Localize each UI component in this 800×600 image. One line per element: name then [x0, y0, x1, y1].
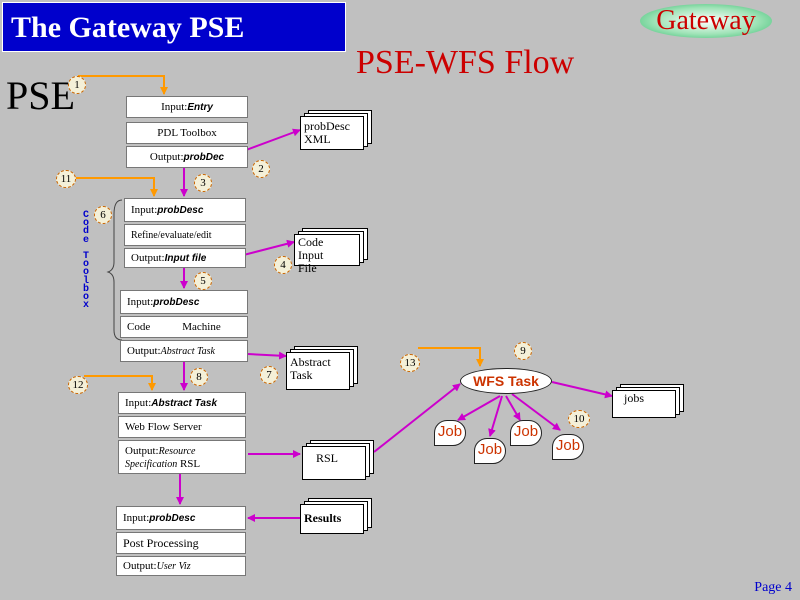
arrow-7: [247, 351, 287, 360]
code-input: Input:probDesc: [120, 290, 248, 314]
post-output: Output:User Viz: [116, 556, 246, 576]
arrow-job-3: [505, 395, 521, 421]
edit-output: Output:Input file: [124, 248, 246, 268]
pdl-input: Input:Entry: [126, 96, 248, 118]
page-number: Page 4: [754, 580, 792, 595]
arrow-wfs-to-jobs: [551, 381, 613, 399]
step-marker: 5: [194, 272, 212, 290]
toolbox-brace: [106, 199, 123, 341]
step-marker: 3: [194, 174, 212, 192]
page-title: The Gateway PSE: [11, 11, 245, 44]
step-marker: 7: [260, 366, 278, 384]
step-marker: 10: [568, 410, 590, 428]
step-marker: 1: [68, 76, 86, 94]
arrow-job-2: [488, 395, 503, 437]
flow-title: PSE-WFS Flow: [356, 44, 575, 81]
orange-arrow-12: [84, 375, 156, 391]
arrow-job-1: [457, 395, 501, 421]
pse-label: PSE: [6, 73, 75, 118]
orange-arrow-13: [418, 347, 484, 367]
orange-arrow-11: [76, 177, 158, 197]
wfs-task-node: WFS Task: [460, 368, 552, 394]
step-marker: 4: [274, 256, 292, 274]
code-output: Output:Abstract Task: [120, 340, 248, 362]
step-marker: 13: [400, 354, 420, 372]
post-processing: Post Processing: [116, 532, 246, 554]
arrow-rsl-to-wfs: [373, 383, 461, 453]
web-flow-server: Web Flow Server: [118, 416, 246, 438]
arrow-job-4: [511, 393, 561, 431]
step-marker: 11: [56, 170, 76, 188]
step-marker: 12: [68, 376, 88, 394]
edit-main: Refine/evaluate/edit: [124, 224, 246, 246]
job-node: Job: [510, 420, 542, 446]
step-marker: 2: [252, 160, 270, 178]
pdl-toolbox: PDL Toolbox: [126, 122, 248, 144]
edit-input: Input:probDesc: [124, 198, 246, 222]
orange-arrow-1: [78, 75, 168, 95]
title-banner: The Gateway PSE: [2, 2, 346, 52]
wfs-output: Output:Resource Specification RSL: [118, 440, 246, 474]
gateway-logo: Gateway: [640, 4, 772, 38]
step-marker: 9: [514, 342, 532, 360]
job-node: Job: [434, 420, 466, 446]
post-input: Input:probDesc: [116, 506, 246, 530]
step-marker: 8: [190, 368, 208, 386]
step-marker: 6: [94, 206, 112, 224]
pdl-output: Output:probDec: [126, 146, 248, 168]
job-node: Job: [552, 434, 584, 460]
wfs-input: Input:Abstract Task: [118, 392, 246, 414]
job-node: Job: [474, 438, 506, 464]
